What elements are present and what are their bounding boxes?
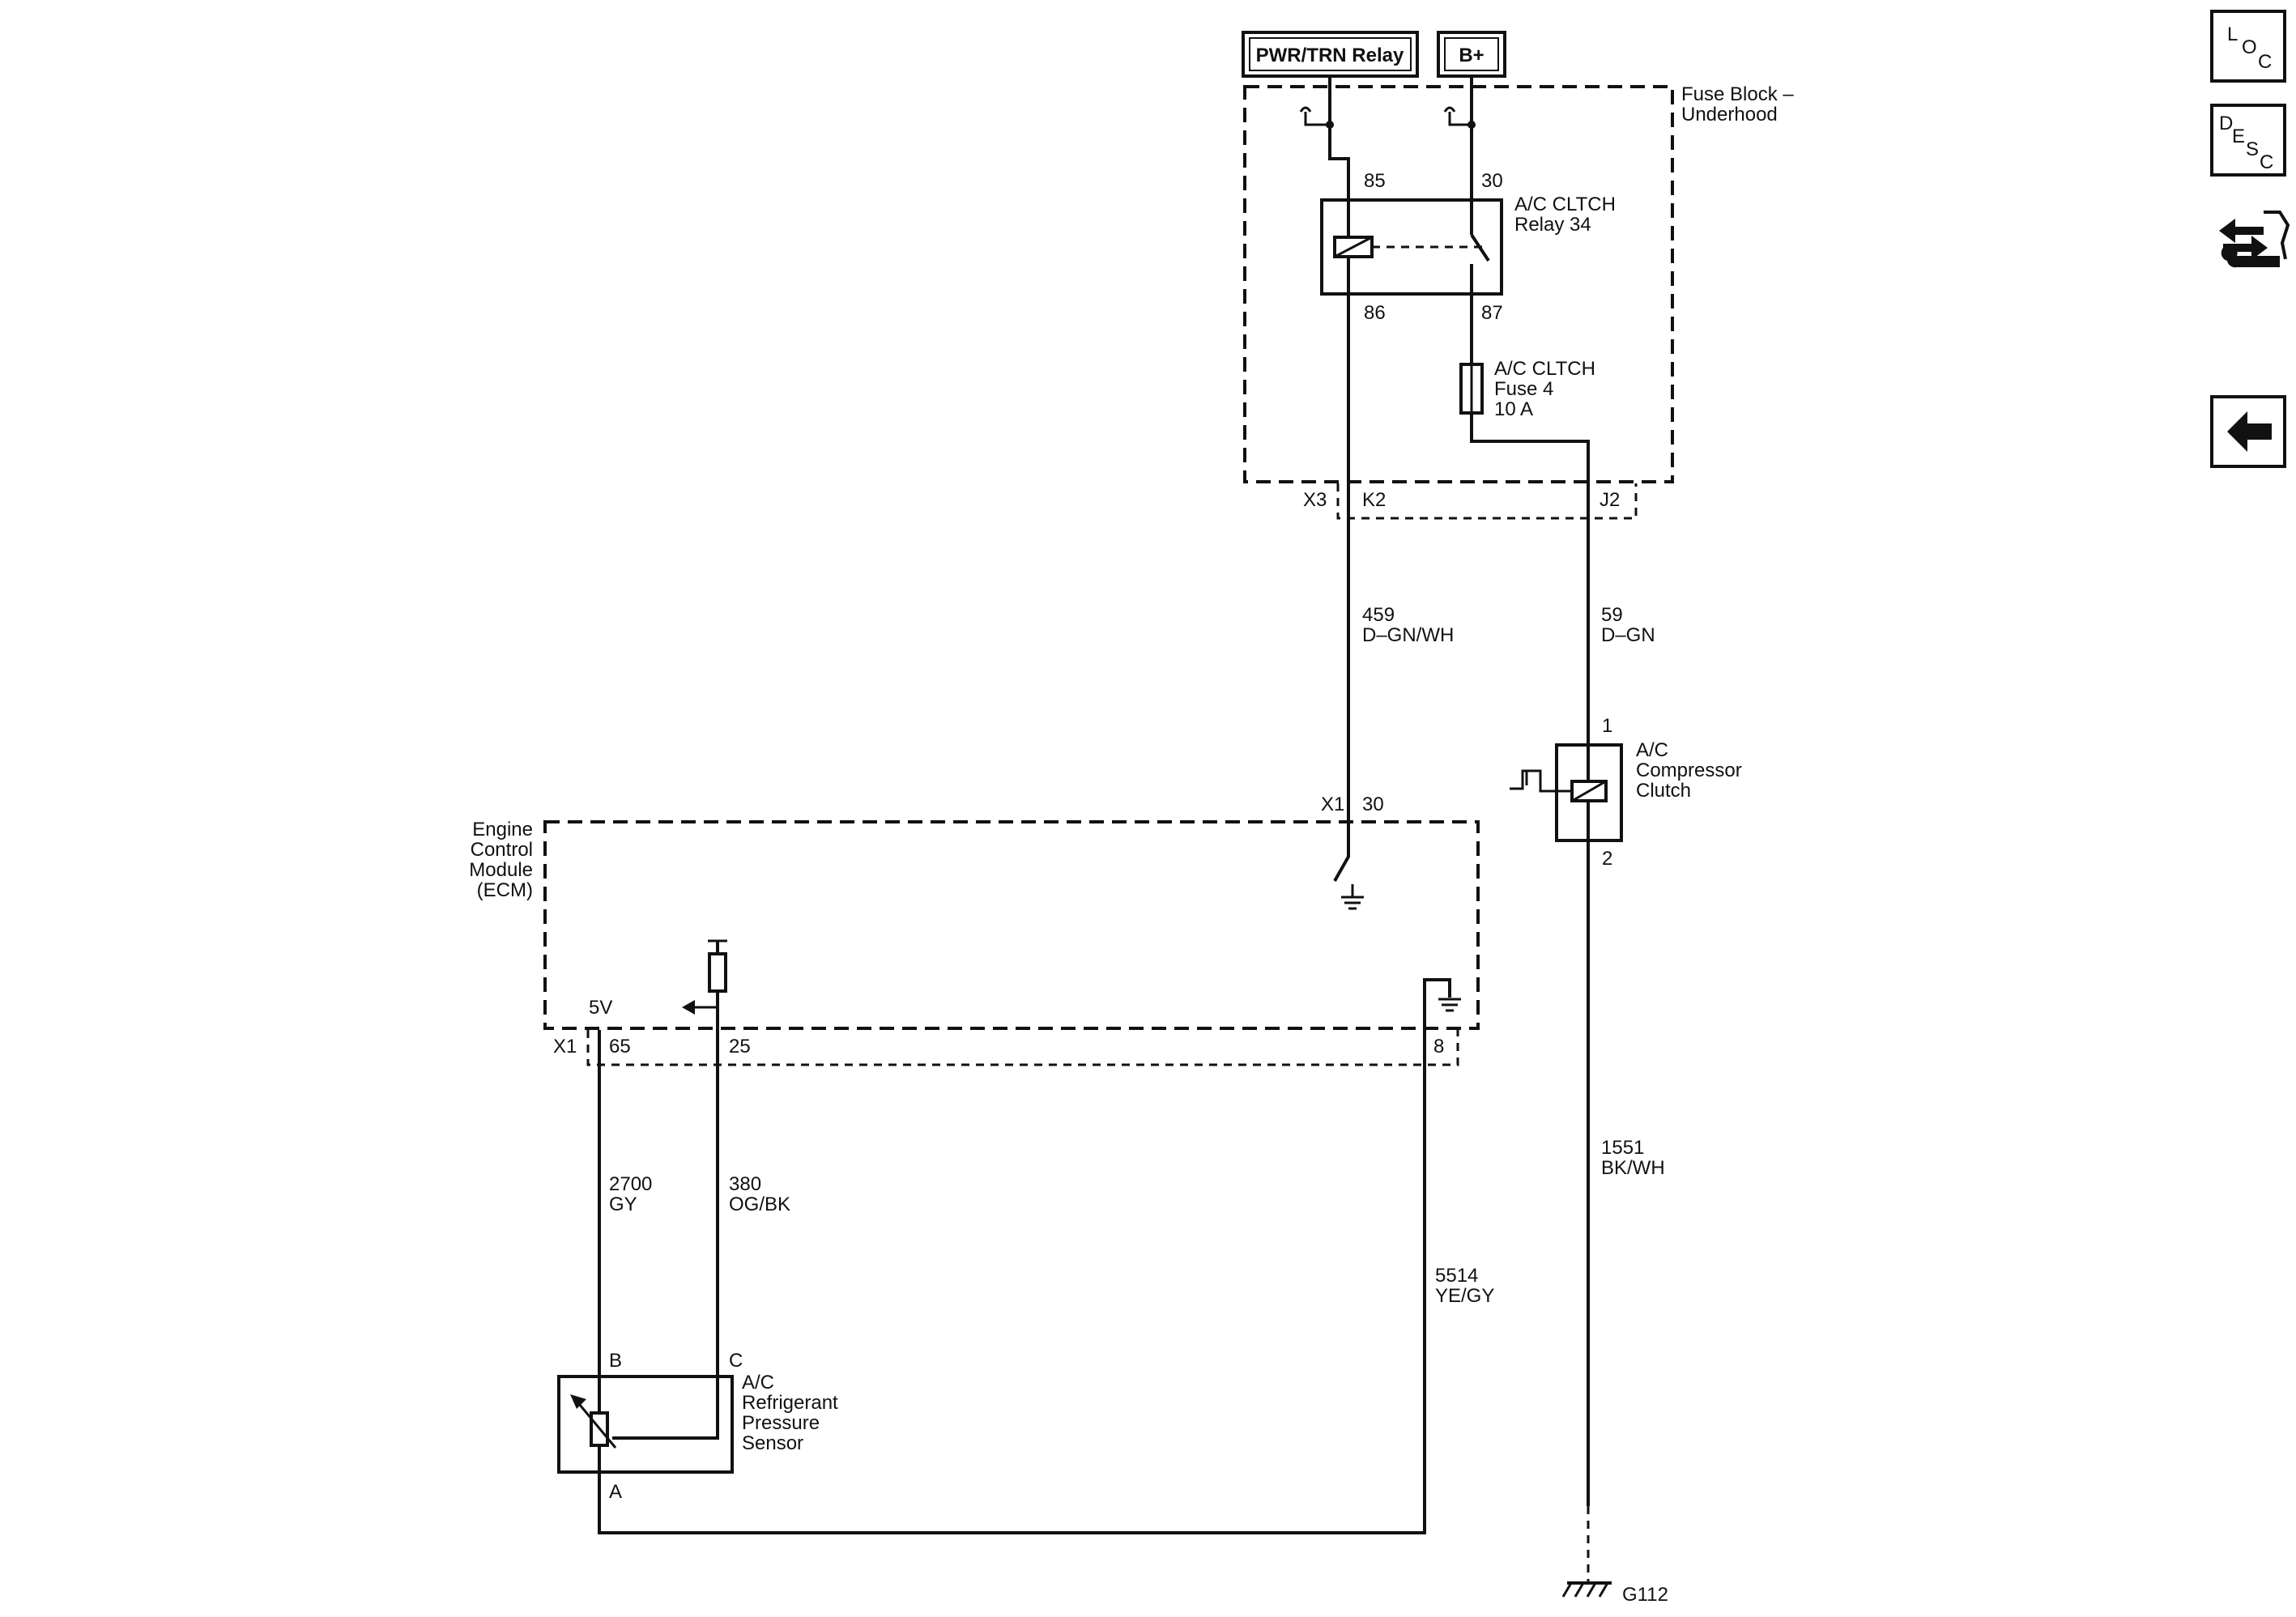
sensor-pin-c: C <box>729 1350 743 1372</box>
description-letter-s: S <box>2246 138 2259 160</box>
pressure-sensor-potentiometer-icon <box>570 1377 719 1472</box>
sensor-pin-b: B <box>609 1350 622 1372</box>
wire-459-color: D–GN/WH <box>1362 624 1454 646</box>
compressor-pin-2: 2 <box>1602 848 1612 870</box>
ecm-outline <box>543 820 1480 1030</box>
ecm-pullup-resistor-icon <box>708 939 727 1030</box>
wire-5514-number: 5514 <box>1435 1265 1478 1287</box>
fuse-name-2: Fuse 4 <box>1494 378 1553 400</box>
ecm-name-2: Control <box>471 839 533 861</box>
compressor-pin-1: 1 <box>1602 715 1612 737</box>
wire-1551-number: 1551 <box>1601 1137 1644 1159</box>
ecm-name-4: (ECM) <box>477 879 533 901</box>
description-letter-c: C <box>2260 151 2273 173</box>
wire-5514-color: YE/GY <box>1435 1285 1494 1307</box>
relay-pin-86: 86 <box>1364 302 1386 324</box>
relay-switch-icon <box>1372 200 1490 294</box>
wire-59-number: 59 <box>1601 604 1623 626</box>
wire-pwr-trn-to-relay-85 <box>1328 76 1350 200</box>
fuse-block-title-1: Fuse Block – <box>1681 83 1794 105</box>
ecm-top-connector: X1 <box>1321 794 1344 815</box>
inline-connector-right <box>1443 106 1476 129</box>
location-button[interactable]: L O C <box>2210 10 2286 83</box>
ecm-top-pin-30: 30 <box>1362 794 1384 815</box>
pressure-sensor-body <box>557 1375 734 1474</box>
ecm-signal-arrow-icon <box>682 1000 718 1015</box>
ecm-bottom-connector: X1 <box>553 1036 577 1057</box>
fuse-block-outline <box>1243 85 1674 483</box>
b-plus-box: B+ <box>1437 31 1506 78</box>
back-arrow-icon <box>2227 411 2272 452</box>
description-letter-d: D <box>2219 113 2233 134</box>
relay-name-2: Relay 34 <box>1514 214 1591 236</box>
fuse-name-1: A/C CLTCH <box>1494 358 1595 380</box>
ground-g112-label: G112 <box>1622 1584 1668 1606</box>
fuse-block-title-2: Underhood <box>1681 104 1778 126</box>
connector-wrench-icon[interactable] <box>2219 211 2290 268</box>
location-letter-l: L <box>2227 23 2238 45</box>
b-plus-label: B+ <box>1459 45 1484 66</box>
ecm-name-1: Engine <box>472 819 533 840</box>
pwr-trn-relay-label: PWR/TRN Relay <box>1256 45 1404 66</box>
sensor-name-4: Sensor <box>742 1432 803 1454</box>
relay-pin-30: 30 <box>1481 170 1503 192</box>
location-letter-o: O <box>2242 36 2257 58</box>
clutch-signal-icon <box>1510 769 1572 793</box>
sensor-pin-a: A <box>609 1481 622 1503</box>
fuse-block-pin-j2: J2 <box>1600 489 1620 511</box>
relay-pin-85: 85 <box>1364 170 1386 192</box>
ecm-pin-65: 65 <box>609 1036 631 1057</box>
ecm-name-3: Module <box>469 859 533 881</box>
compressor-name-3: Clutch <box>1636 780 1691 802</box>
fuse-block-connector-x3-label: X3 <box>1303 489 1327 511</box>
fuse-block-connector-x3 <box>1336 483 1638 520</box>
ground-g112-icon <box>1561 1581 1612 1598</box>
wire-380-number: 380 <box>729 1173 761 1195</box>
wire-459-number: 459 <box>1362 604 1395 626</box>
compressor-name-1: A/C <box>1636 739 1668 761</box>
wire-59-color: D–GN <box>1601 624 1655 646</box>
compressor-name-2: Compressor <box>1636 760 1742 781</box>
back-button[interactable] <box>2210 395 2286 468</box>
location-letter-c: C <box>2258 51 2272 73</box>
wire-2700-color: GY <box>609 1194 637 1215</box>
fuse-block-pin-k2: K2 <box>1362 489 1386 511</box>
ecm-low-reference-ground-icon <box>1423 978 1461 1030</box>
wire-380-color: OG/BK <box>729 1194 790 1215</box>
ecm-connector-x1-bottom <box>586 1030 1459 1066</box>
wire-5514-ye-gy <box>598 1030 1426 1534</box>
sensor-name-1: A/C <box>742 1372 774 1394</box>
description-button[interactable]: D E S C <box>2210 104 2286 177</box>
pwr-trn-relay-box: PWR/TRN Relay <box>1242 31 1419 78</box>
wire-1551-color: BK/WH <box>1601 1157 1665 1179</box>
ecm-pin-8: 8 <box>1433 1036 1444 1057</box>
sensor-name-3: Pressure <box>742 1412 820 1434</box>
sensor-name-2: Refrigerant <box>742 1392 838 1414</box>
wire-2700-number: 2700 <box>609 1173 652 1195</box>
relay-name-1: A/C CLTCH <box>1514 194 1616 215</box>
description-letter-e: E <box>2232 126 2245 147</box>
ecm-low-side-driver-icon <box>1333 852 1364 910</box>
relay-pin-87: 87 <box>1481 302 1503 324</box>
ecm-5v-label: 5V <box>589 997 612 1019</box>
fuse-rating: 10 A <box>1494 398 1533 420</box>
ecm-pin-25: 25 <box>729 1036 751 1057</box>
relay-coil-icon <box>1333 200 1374 294</box>
wire-59-d-gn <box>1470 413 1590 745</box>
